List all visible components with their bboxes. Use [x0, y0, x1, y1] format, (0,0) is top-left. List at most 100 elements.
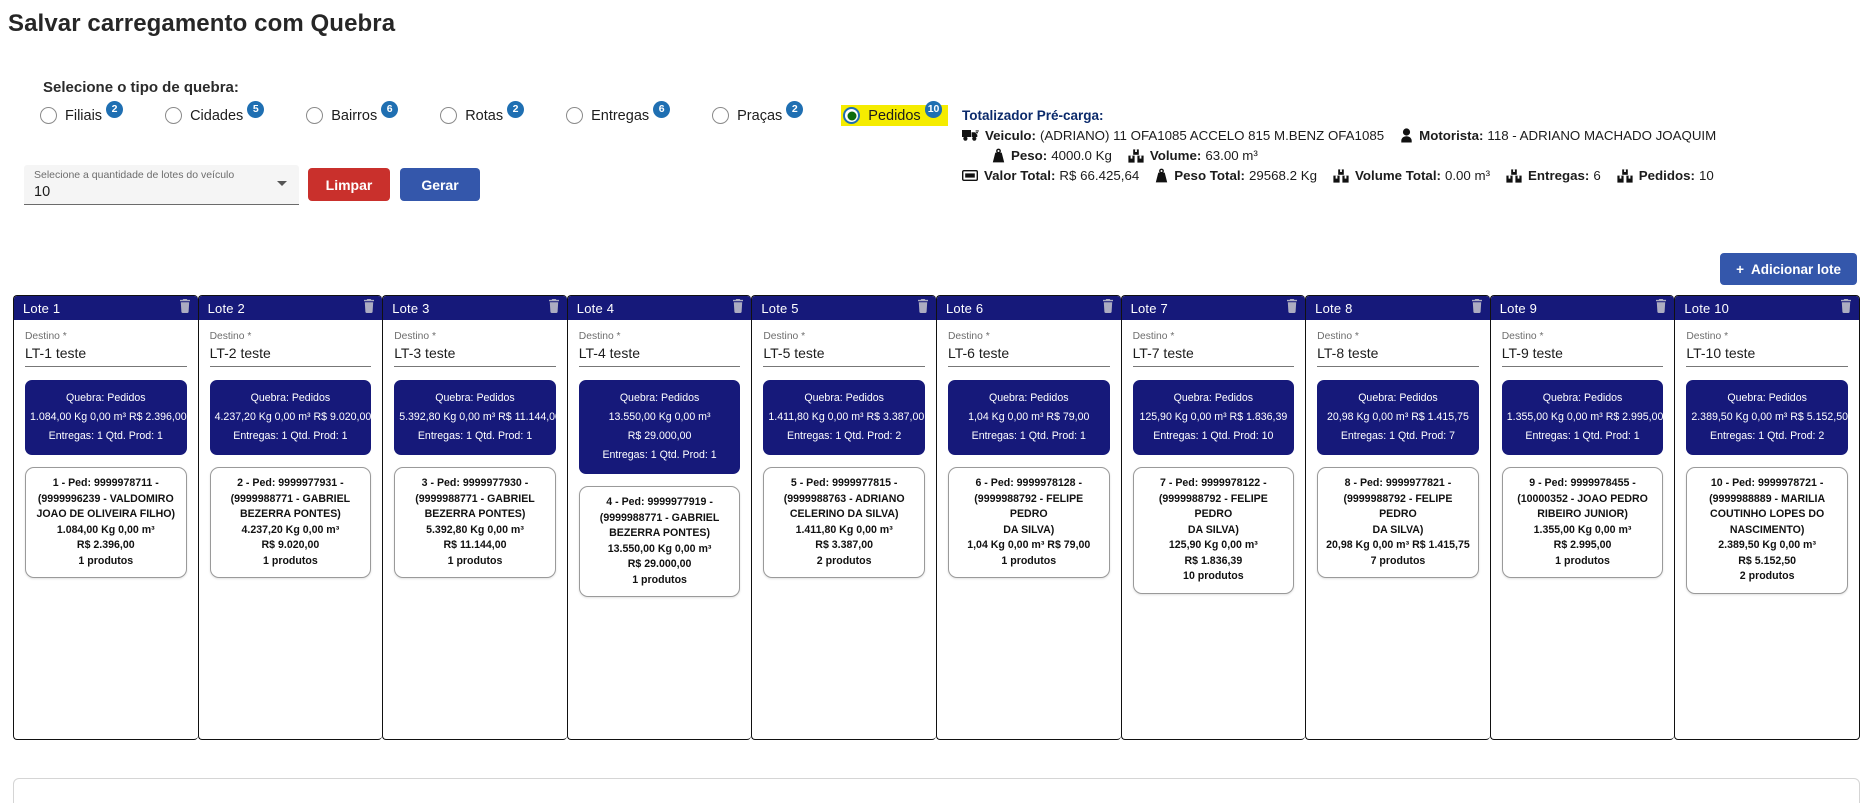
order-card-line: DA SILVA) [1187, 523, 1239, 536]
order-card[interactable]: 10 - Ped: 9999978721 -(9999988889 - MARI… [1686, 467, 1848, 594]
order-card-line: R$ 2.396,00 [76, 539, 135, 551]
destino-input[interactable]: LT-4 teste [578, 345, 640, 361]
boxes-icon [1128, 148, 1144, 163]
order-card-line: R$ 3.387,00 [815, 539, 874, 551]
radio-option-count-badge: 2 [786, 100, 804, 118]
totalizer-item-label: Motorista: [1419, 128, 1484, 143]
plus-icon: + [1736, 261, 1744, 277]
radio-circle-icon[interactable] [566, 107, 584, 124]
order-card[interactable]: 3 - Ped: 9999977930 -(9999988771 - GABRI… [394, 467, 556, 578]
destino-field[interactable]: Destino *LT-3 teste [394, 330, 556, 367]
delete-lote-icon[interactable] [732, 298, 744, 318]
totalizer-item-value: 118 - ADRIANO MACHADO JOAQUIM [1487, 128, 1717, 143]
preload-totalizer: Totalizador Pré-carga: Veiculo:(ADRIANO)… [961, 108, 1732, 188]
clear-button[interactable]: Limpar [308, 168, 390, 201]
order-card[interactable]: 6 - Ped: 9999978128 -(9999988792 - FELIP… [947, 467, 1110, 578]
lote-summary-line: Entregas: 1 Qtd. Prod: 1 [417, 430, 533, 442]
lote-title: Lote 4 [576, 300, 615, 316]
lote-summary-line: 2.389,50 Kg 0,00 m³ R$ 5.152,50 [1691, 411, 1849, 423]
destino-input[interactable]: LT-6 teste [947, 345, 1010, 361]
order-card[interactable]: 1 - Ped: 9999978711 -(9999996239 - VALDO… [25, 467, 187, 578]
lote-summary-line: 125,90 Kg 0,00 m³ R$ 1.836,39 [1139, 411, 1288, 423]
destino-field[interactable]: Destino *LT-4 teste [578, 330, 741, 367]
lote-header: Lote 6 [936, 296, 1121, 320]
destino-field[interactable]: Destino *LT-6 teste [947, 330, 1110, 367]
destino-input[interactable]: LT-7 teste [1132, 345, 1194, 361]
radio-option-label: Rotas [465, 107, 504, 124]
destino-input[interactable]: LT-10 teste [1686, 345, 1756, 361]
order-card-line: COUTINHO LOPES DO [1710, 508, 1825, 520]
delete-lote-icon[interactable] [1840, 298, 1852, 318]
lot-quantity-select[interactable]: Selecione a quantidade de lotes do veícu… [24, 165, 299, 205]
destino-input[interactable]: LT-5 teste [763, 345, 825, 361]
radio-circle-icon[interactable] [165, 107, 183, 124]
destino-label: Destino * [209, 331, 252, 342]
destino-field[interactable]: Destino * LT-2 teste [209, 330, 372, 367]
radio-circle-icon[interactable] [40, 107, 57, 124]
destino-field[interactable]: Destino *LT-1 teste [25, 330, 187, 367]
add-lot-button[interactable]: + Adicionar lote [1720, 253, 1857, 285]
order-card-line: 2 produtos [816, 554, 872, 567]
radio-circle-icon[interactable] [843, 107, 861, 124]
lote-summary-line: 1.084,00 Kg 0,00 m³ R$ 2.396,00 [30, 411, 187, 423]
radio-option-label: Filiais [65, 107, 103, 124]
totalizer-item-volume: Volume:63.00 m³ [1128, 148, 1258, 163]
radio-circle-icon[interactable] [440, 107, 458, 124]
chevron-down-icon[interactable] [277, 181, 287, 186]
generate-button[interactable]: Gerar [400, 168, 480, 201]
delete-lote-icon[interactable] [1471, 298, 1483, 318]
delete-lote-icon[interactable] [179, 298, 191, 318]
delete-lote-icon[interactable] [1102, 298, 1114, 318]
order-card[interactable]: 2 - Ped: 9999977931 -(9999988771 - GABRI… [209, 467, 372, 578]
destino-field[interactable]: Destino * LT-10 teste [1686, 330, 1848, 367]
destino-field[interactable]: Destino *LT-8 teste [1317, 330, 1479, 367]
order-card-line: 1 produtos [78, 554, 134, 567]
destino-input[interactable]: LT-2 teste [209, 345, 271, 361]
destino-input[interactable]: LT-1 teste [25, 345, 87, 361]
delete-lote-icon[interactable] [363, 298, 375, 318]
radio-circle-icon[interactable] [712, 107, 730, 124]
delete-lote-icon[interactable] [1655, 298, 1667, 318]
destino-label: Destino * [1686, 331, 1729, 342]
destino-field[interactable]: Destino *LT-5 teste [763, 330, 925, 367]
radio-option-label: Praças [737, 107, 783, 124]
delete-lote-icon[interactable] [548, 298, 560, 318]
lote-title: Lote 3 [392, 300, 430, 316]
destino-input[interactable]: LT-9 teste [1501, 345, 1563, 361]
lote-title: Lote 8 [1315, 300, 1353, 316]
lote-summary-line: Quebra: Pedidos [250, 392, 331, 404]
delete-lote-icon[interactable] [917, 298, 929, 318]
order-card[interactable]: 7 - Ped: 9999978122 -(9999988792 - FELIP… [1132, 467, 1295, 594]
delete-lote-icon[interactable] [1286, 298, 1298, 318]
destino-field[interactable]: Destino *LT-9 teste [1501, 330, 1664, 367]
order-card[interactable]: 8 - Ped: 9999977821 -(9999988792 - FELIP… [1317, 467, 1479, 578]
radio-circle-icon[interactable] [306, 107, 324, 124]
order-card-line: (9999988792 - FELIPE PEDRO [1343, 492, 1453, 521]
order-card[interactable]: 9 - Ped: 9999978455 -(10000352 - JOAO PE… [1501, 467, 1664, 578]
order-card[interactable]: 5 - Ped: 9999977815 -(9999988763 - ADRIA… [763, 467, 925, 578]
destino-input[interactable]: LT-8 teste [1317, 345, 1379, 361]
destino-field[interactable]: Destino * LT-7 teste [1132, 330, 1295, 367]
order-card-line: (9999988771 - GABRIEL [599, 511, 720, 524]
order-card-line: BEZERRA PONTES) [239, 508, 341, 520]
order-card-line: 1 produtos [1555, 554, 1610, 567]
lote-header: Lote 1 [14, 296, 198, 320]
order-card-line: 9 - Ped: 9999978455 - [1529, 477, 1636, 489]
destino-input[interactable]: LT-3 teste [394, 345, 456, 361]
order-card[interactable]: 4 - Ped: 9999977919 -(9999988771 - GABRI… [578, 486, 741, 597]
order-card-line: 2 - Ped: 9999977931 - [237, 477, 344, 489]
destino-label: Destino * [1132, 331, 1175, 342]
